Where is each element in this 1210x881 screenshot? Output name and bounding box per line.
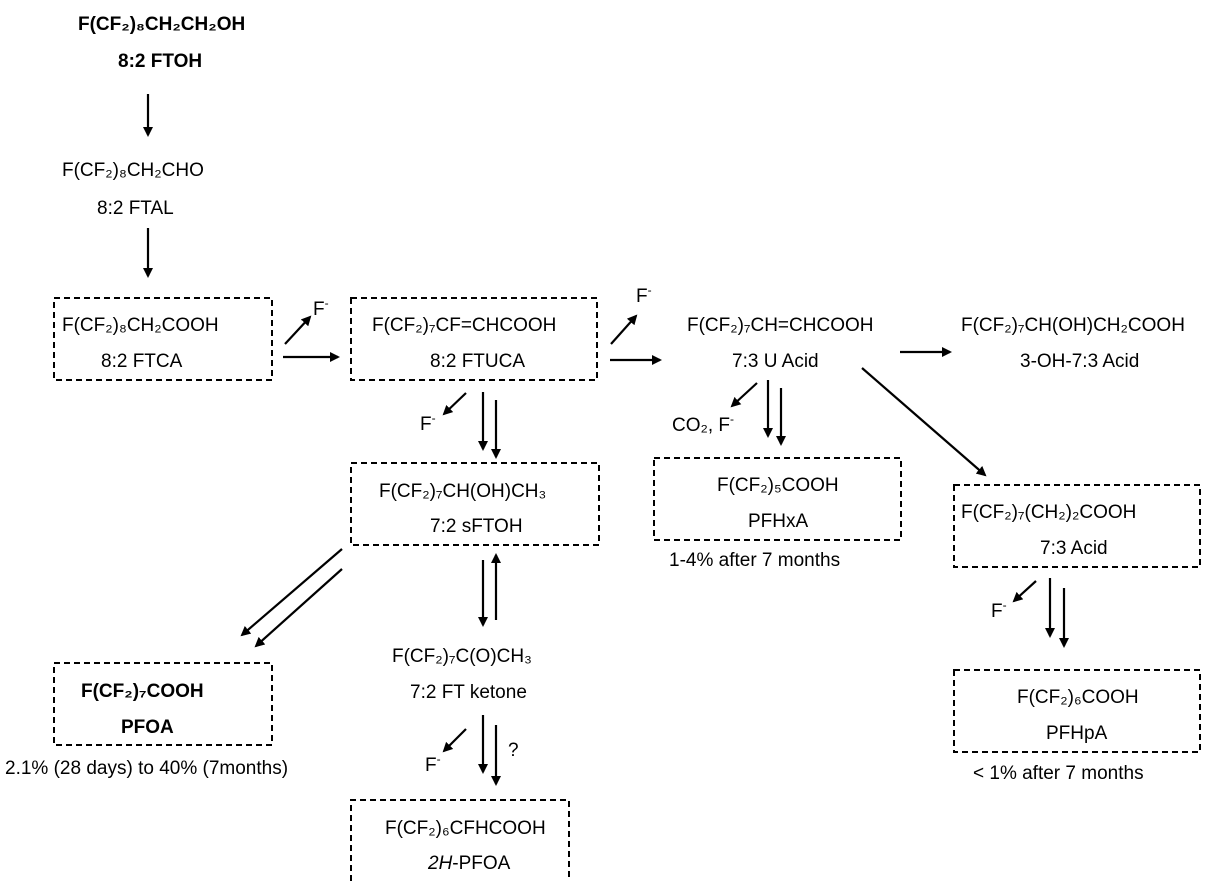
ketone-name: 7:2 FT ketone [410,682,527,703]
ketone-formula: F(CF₂)₇C(O)CH₃ [392,646,532,667]
ftal-name: 8:2 FTAL [97,198,174,219]
pfoa-formula: F(CF₂)₇COOH [81,681,204,702]
ftoh-name: 8:2 FTOH [118,51,202,72]
pfhxa-formula: F(CF₂)₅COOH [717,475,839,496]
h-pfoa-formula: F(CF₂)₆CFHCOOH [385,818,546,839]
h-pfoa-name-suffix: -PFOA [452,853,510,874]
pfhxa-note: 1-4% after 7 months [669,550,840,571]
pfhxa-name: PFHxA [748,511,809,532]
co2-fluoride-label: CO₂, F- [672,412,734,436]
oh-acid-name: 3-OH-7:3 Acid [1020,351,1139,372]
fluoride-label-ketone: F- [425,752,441,776]
pfoa-name: PFOA [121,717,174,738]
ftoh-formula: F(CF₂)₈CH₂CH₂OH [78,14,245,35]
sftoh-formula: F(CF₂)₇CH(OH)CH₃ [379,481,546,502]
box-sftoh [350,462,600,546]
ftca-formula: F(CF₂)₈CH₂COOH [62,315,219,336]
u-acid-name: 7:3 U Acid [732,351,819,372]
box-ftuca [350,297,598,381]
arrow-u-acid-to-acid73 [861,367,987,477]
sftoh-name: 7:2 sFTOH [430,516,523,537]
box-acid73 [953,484,1201,568]
fluoride-label-ftca: F- [313,296,329,320]
pfoa-note: 2.1% (28 days) to 40% (7months) [5,758,288,779]
pfhpa-note: < 1% after 7 months [973,763,1144,784]
oh-acid-formula: F(CF₂)₇CH(OH)CH₂COOH [961,315,1185,336]
arrow-acid73-fluoride-loss [1012,580,1037,603]
acid73-name: 7:3 Acid [1040,538,1108,559]
box-pfhpa [953,669,1201,753]
h-pfoa-name: 2H-PFOA [427,853,511,874]
h-pfoa-name-prefix: 2H [427,853,453,874]
box-2h-pfoa [350,799,570,881]
fluoride-label-acid73: F- [991,598,1007,622]
pfhpa-name: PFHpA [1046,723,1108,744]
ftca-name: 8:2 FTCA [101,351,183,372]
question-mark: ? [508,740,519,761]
arrow-ftuca-fluoride-loss [610,314,638,345]
fluoride-label-ftuca: F- [636,283,652,307]
ftal-formula: F(CF₂)₈CH₂CHO [62,160,204,181]
u-acid-formula: F(CF₂)₇CH=CHCOOH [687,315,873,336]
arrow-sftoh-to-pfoa-b [254,568,343,648]
arrow-ketone-fluoride-loss [442,728,467,753]
pfhpa-formula: F(CF₂)₆COOH [1017,687,1139,708]
ftuca-name: 8:2 FTUCA [430,351,525,372]
arrow-ftuca-fluoride-down [442,392,467,416]
fluoride-label-sftoh: F- [420,411,436,435]
arrow-sftoh-to-pfoa-a [240,548,343,637]
arrow-u-acid-co2-loss [730,382,758,408]
ftuca-formula: F(CF₂)₇CF=CHCOOH [372,315,556,336]
acid73-formula: F(CF₂)₇(CH₂)₂COOH [961,502,1136,523]
arrow-ftca-fluoride-loss [284,315,312,345]
box-pfhxa [653,457,902,541]
